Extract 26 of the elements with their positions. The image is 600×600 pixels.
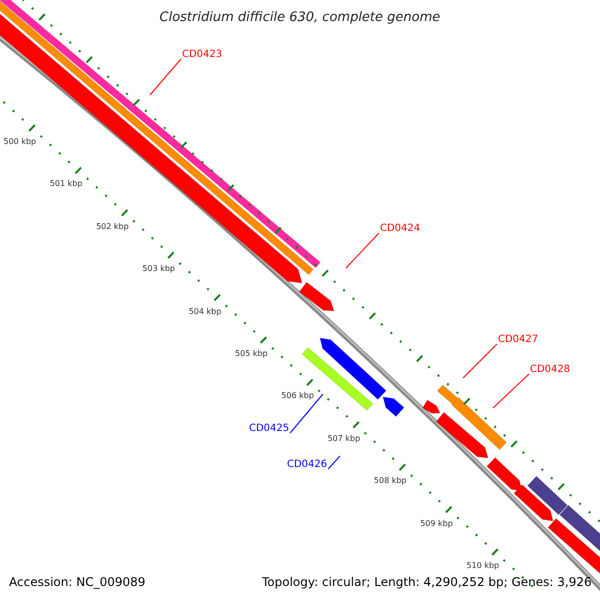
scale-label: 508 kbp xyxy=(374,477,406,486)
gene-label: CD0424 xyxy=(380,224,420,234)
scale-label: 506 kbp xyxy=(281,392,314,400)
scale-label: 501 kbp xyxy=(50,180,82,188)
leader-line xyxy=(328,456,340,470)
leader-line xyxy=(492,374,530,408)
scale-label: 500 kbp xyxy=(4,138,36,146)
scale-label: 502 kbp xyxy=(96,222,129,231)
leader-line xyxy=(346,232,380,268)
chart-title: Clostridium difficile 630, complete genome xyxy=(160,11,440,24)
gene-label: CD0426 xyxy=(287,460,328,470)
leader-line xyxy=(150,58,182,96)
gene-label: CD0428 xyxy=(530,365,570,375)
scale-label: 505 kbp xyxy=(235,350,268,358)
scale-label: 509 kbp xyxy=(420,520,453,528)
leader-line xyxy=(290,394,324,434)
scale-label: 504 kbp xyxy=(188,308,222,316)
gene-label: CD0427 xyxy=(498,335,538,345)
scale-label: 503 kbp xyxy=(142,265,175,274)
leader-line xyxy=(462,344,498,378)
genome-info-text: Topology: circular; Length: 4,290,252 bp; Genes: 3,926 xyxy=(262,576,592,588)
gene-label: CD0423 xyxy=(182,50,222,60)
accession-text: Accession: NC_009089 xyxy=(9,576,146,588)
gene-label: CD0425 xyxy=(249,424,290,434)
scale-label: 507 kbp xyxy=(328,434,360,443)
scale-label: 510 kbp xyxy=(466,562,500,570)
